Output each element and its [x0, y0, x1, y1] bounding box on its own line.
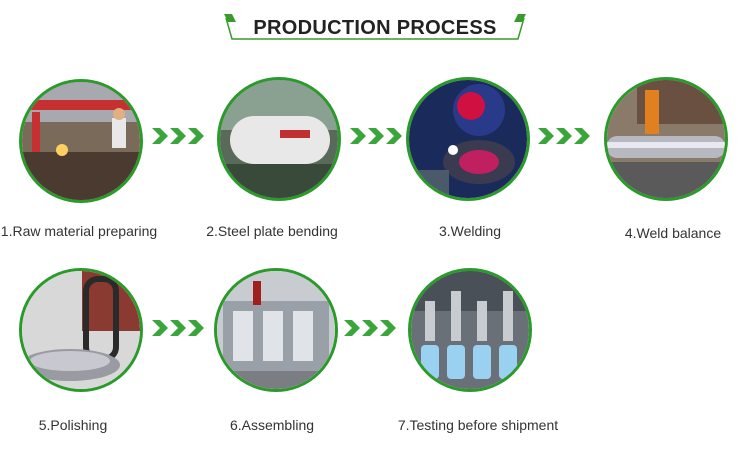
step-4-label: 4.Weld balance [624, 225, 722, 241]
step-7-image [408, 268, 532, 392]
step-4-image [604, 77, 728, 201]
header-frame [224, 14, 526, 40]
step-1-label: 1.Raw material preparing [0, 223, 158, 239]
chevron-triple-right-icon [350, 128, 402, 144]
leaf-icon-right [514, 14, 526, 22]
page-title: PRODUCTION PROCESS [253, 17, 497, 39]
chevron-triple-right-icon [152, 128, 204, 144]
step-3-label: 3.Welding [438, 223, 501, 239]
leaf-icon-left [224, 14, 236, 22]
chevron-triple-right-icon [152, 320, 204, 336]
chevron-triple-right-icon [538, 128, 590, 144]
step-3-image [406, 77, 530, 201]
step-6-image [214, 268, 338, 392]
step-5-label: 5.Polishing [38, 417, 108, 433]
step-5-image [19, 268, 143, 392]
step-2-image [217, 77, 341, 201]
step-6-label: 6.Assembling [229, 417, 315, 433]
chevron-triple-right-icon [344, 320, 396, 336]
step-7-label: 7.Testing before shipment [397, 417, 559, 433]
step-1-image [19, 79, 143, 203]
page-header: PRODUCTION PROCESS [222, 12, 528, 44]
step-2-label: 2.Steel plate bending [206, 223, 338, 239]
